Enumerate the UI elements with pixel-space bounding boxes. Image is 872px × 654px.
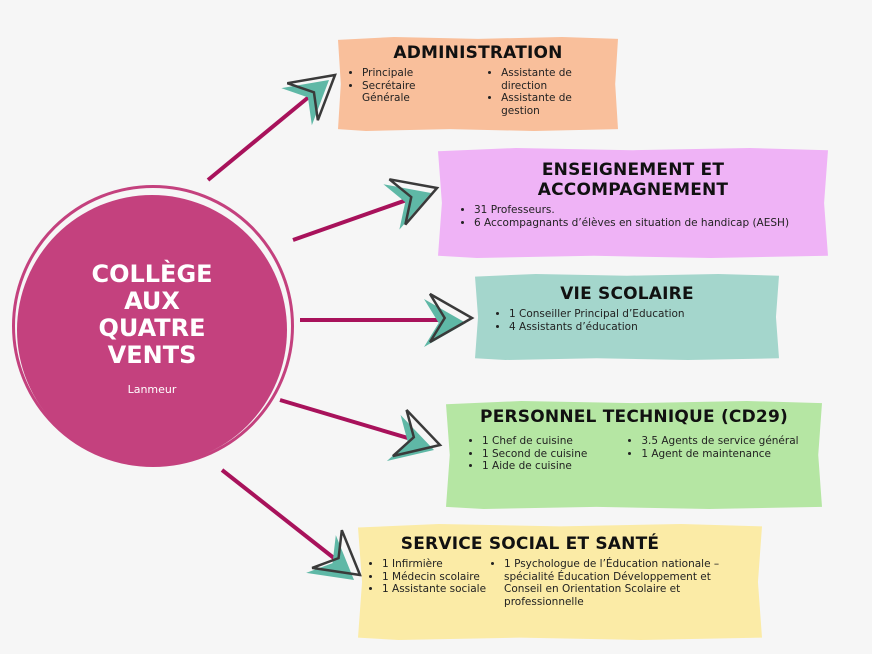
list: PrincipaleSecrétaire Générale xyxy=(348,67,455,117)
list: 1 Psychologue de l’Éducation nationale –… xyxy=(490,558,752,608)
list-item: 6 Accompagnants d’élèves en situation de… xyxy=(474,217,789,230)
title-line: QUATRE xyxy=(98,314,206,342)
center-title: COLLÈGE AUX QUATRE VENTS xyxy=(17,261,287,369)
list-item: Assistante de gestion xyxy=(501,92,608,117)
connector-line xyxy=(279,398,413,442)
list-item: 1 Second de cuisine xyxy=(482,448,587,461)
list-item: 3.5 Agents de service général xyxy=(641,435,798,448)
list-item: 1 Chef de cuisine xyxy=(482,435,587,448)
center-node: COLLÈGE AUX QUATRE VENTS Lanmeur xyxy=(17,195,287,465)
box-title: PERSONNEL TECHNIQUE (CD29) xyxy=(480,407,788,427)
box-enseignement: ENSEIGNEMENT ET ACCOMPAGNEMENT 31 Profes… xyxy=(438,148,828,258)
list: 1 Chef de cuisine1 Second de cuisine1 Ai… xyxy=(468,435,587,473)
list-item: 1 Médecin scolaire xyxy=(382,571,486,584)
list-item: Secrétaire Générale xyxy=(362,80,455,105)
list-item: 4 Assistants d’éducation xyxy=(509,321,685,334)
title-line: VENTS xyxy=(107,341,197,369)
list: 1 Conseiller Principal d’Education4 Assi… xyxy=(495,308,685,333)
arrowhead-icon xyxy=(383,184,431,230)
list-item: Principale xyxy=(362,67,455,80)
title-line: COLLÈGE xyxy=(91,260,213,288)
list: 3.5 Agents de service général1 Agent de … xyxy=(627,435,798,473)
box-service-social-sante: SERVICE SOCIAL ET SANTÉ 1 Infirmière1 Mé… xyxy=(358,524,762,640)
arrowhead-outline-icon xyxy=(392,409,443,458)
list-item: 1 Conseiller Principal d’Education xyxy=(509,308,685,321)
connector-line xyxy=(206,92,314,182)
list-item: 1 Psychologue de l’Éducation nationale –… xyxy=(504,558,752,608)
box-title: ADMINISTRATION xyxy=(393,43,563,63)
title-line: AUX xyxy=(124,287,180,315)
center-subtitle: Lanmeur xyxy=(127,383,177,396)
list-item: 1 Aide de cuisine xyxy=(482,460,587,473)
box-title: SERVICE SOCIAL ET SANTÉ xyxy=(400,534,660,554)
list-item: 31 Professeurs. xyxy=(474,204,789,217)
box-vie-scolaire: VIE SCOLAIRE 1 Conseiller Principal d’Ed… xyxy=(475,274,779,360)
list: 1 Infirmière1 Médecin scolaire1 Assistan… xyxy=(368,558,486,608)
arrowhead-outline-icon xyxy=(428,292,475,344)
box-title: ENSEIGNEMENT ET ACCOMPAGNEMENT xyxy=(537,160,729,200)
list-item: 1 Assistante sociale xyxy=(382,583,486,596)
arrowhead-icon xyxy=(281,80,329,126)
list-item: Assistante de direction xyxy=(501,67,608,92)
arrowhead-outline-icon xyxy=(286,73,337,121)
connector-line xyxy=(292,197,410,242)
connector-line xyxy=(220,468,338,562)
box-personnel-technique: PERSONNEL TECHNIQUE (CD29) 1 Chef de cui… xyxy=(446,401,822,509)
box-title: VIE SCOLAIRE xyxy=(560,284,694,304)
arrowhead-outline-icon xyxy=(388,178,440,226)
box-administration: ADMINISTRATION PrincipaleSecrétaire Géné… xyxy=(338,37,618,131)
list-item: 1 Agent de maintenance xyxy=(641,448,798,461)
list: 31 Professeurs.6 Accompagnants d’élèves … xyxy=(460,204,789,229)
list-item: 1 Infirmière xyxy=(382,558,486,571)
center-ring xyxy=(12,185,294,467)
list: Assistante de directionAssistante de ges… xyxy=(487,67,608,117)
arrowhead-outline-icon xyxy=(311,529,362,577)
